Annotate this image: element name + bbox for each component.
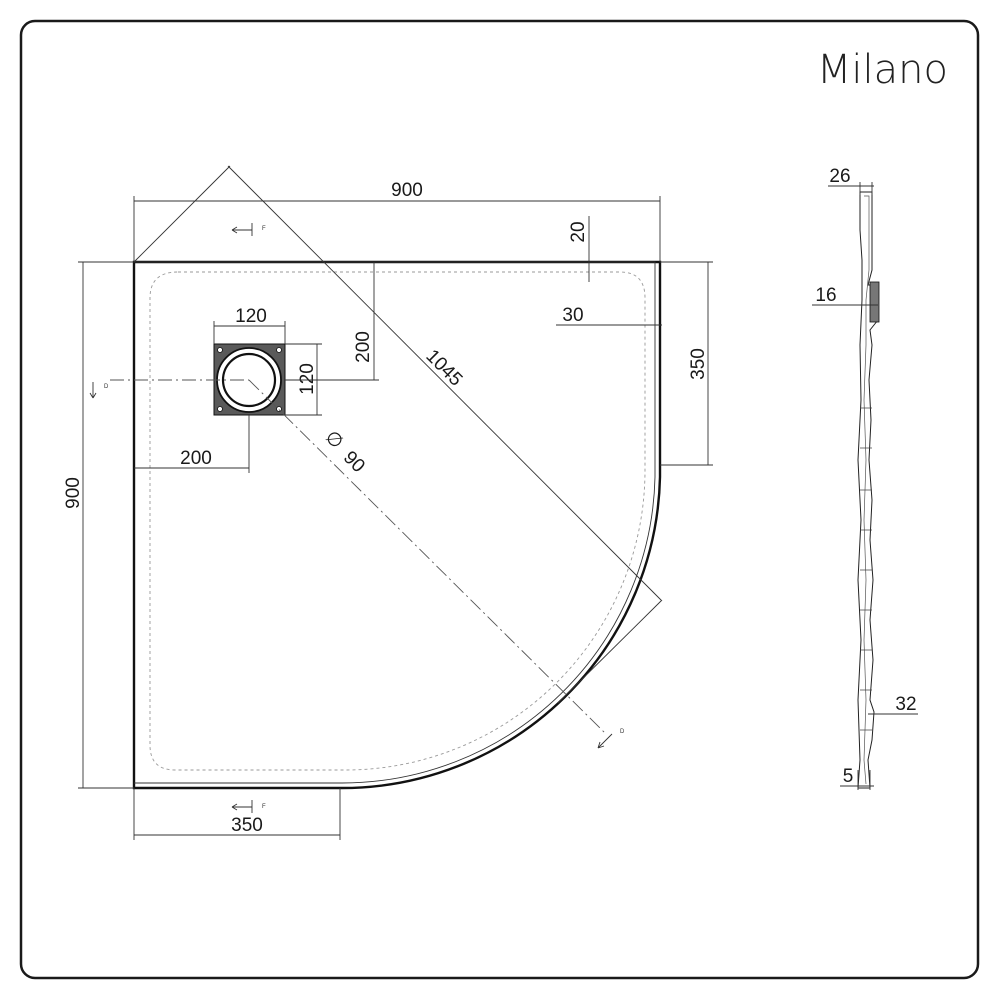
ext-line-diagonal-corner xyxy=(133,165,231,263)
dim-width-label: 900 xyxy=(391,180,423,201)
section-line-diagonal xyxy=(248,379,606,734)
dim-diagonal-label: 1045 xyxy=(422,346,467,391)
dim-side-base-label: 32 xyxy=(895,694,916,715)
dim-rim-top-label: 20 xyxy=(568,221,589,242)
drain-screw-br xyxy=(276,406,282,412)
drain-screw-tl xyxy=(217,347,223,353)
dim-straight-right-label: 350 xyxy=(688,348,709,380)
section-arrow-f-bottom xyxy=(231,800,253,813)
dim-side-drain-label: 16 xyxy=(815,285,836,306)
basin-outline xyxy=(149,271,646,771)
dim-rim-side-label: 30 xyxy=(562,305,583,326)
section-mark-d-right: D xyxy=(620,729,625,735)
dim-drain-from-top-label: 200 xyxy=(353,331,374,363)
dim-drain-height-label: 120 xyxy=(297,363,318,395)
brand-name: Milano xyxy=(817,47,948,93)
side-profile-ribs xyxy=(860,407,872,731)
drain xyxy=(213,343,286,416)
side-view: 26 16 32 5 xyxy=(812,166,918,790)
tray-outline xyxy=(132,260,662,790)
section-mark-f-top: F xyxy=(262,226,266,232)
dim-drain-from-left-label: 200 xyxy=(180,448,212,469)
side-drain-block xyxy=(869,281,880,323)
ext-line-diagonal-arc xyxy=(557,599,663,704)
tray-outline-inner xyxy=(134,261,656,784)
top-view: D D F F 900 900 1045 20 30 120 xyxy=(63,165,713,840)
section-mark-d-left: D xyxy=(104,384,109,390)
dim-line-diagonal xyxy=(227,165,662,601)
diameter-symbol: ∅ xyxy=(321,427,348,454)
side-profile-outer xyxy=(857,191,879,789)
sheet-frame xyxy=(19,19,980,980)
dim-drain-diameter-label: 90 xyxy=(339,447,369,477)
section-mark-f-bottom: F xyxy=(262,804,266,810)
section-arrow-d-right xyxy=(597,733,613,749)
dim-straight-bottom-label: 350 xyxy=(231,815,263,836)
drain-screw-bl xyxy=(217,406,223,412)
dim-drain-width-label: 120 xyxy=(235,306,267,327)
side-profile-inner xyxy=(863,195,870,785)
dim-side-top-label: 26 xyxy=(829,166,850,187)
drain-screw-tr xyxy=(276,347,282,353)
section-arrow-d-left xyxy=(89,382,97,399)
dim-height-label: 900 xyxy=(63,477,84,509)
dim-side-foot-label: 5 xyxy=(843,766,854,787)
section-arrow-f-top xyxy=(231,223,253,236)
